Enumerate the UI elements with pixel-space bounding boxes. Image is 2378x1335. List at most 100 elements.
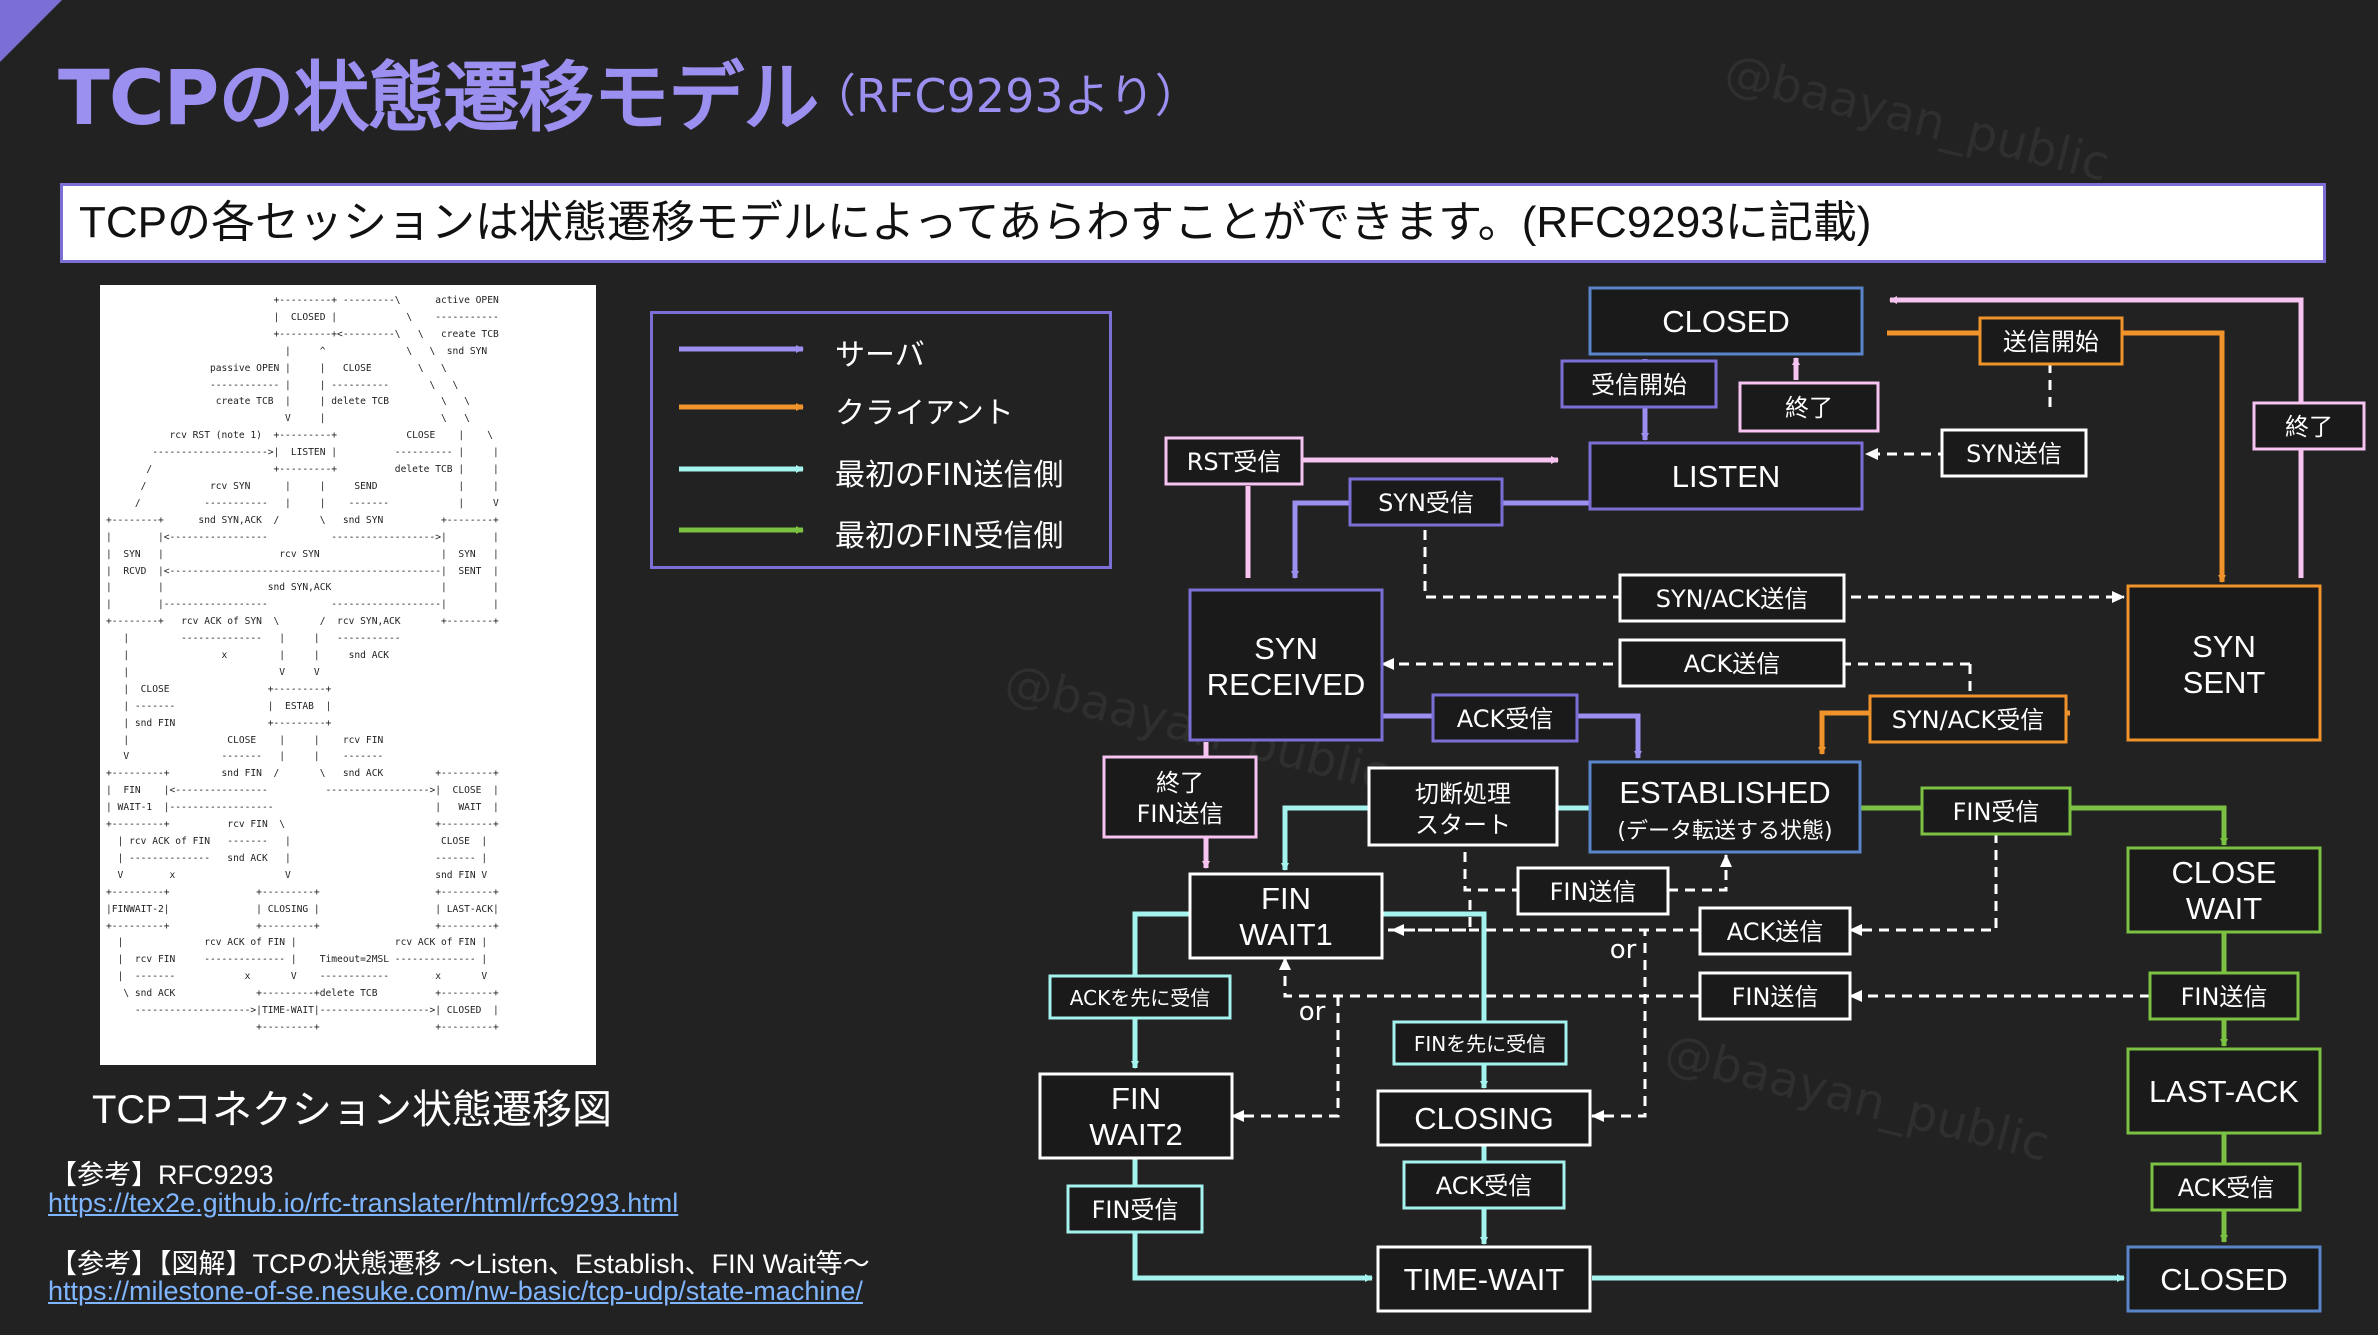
state-fin-wait1-box xyxy=(1188,872,1384,960)
legend: サーバ クライアント 最初のFIN送信側 最初のFIN受信側 xyxy=(650,311,1112,569)
event-end-right: 終了 xyxy=(2285,413,2333,441)
legend-label-fin-receiver: 最初のFIN受信側 xyxy=(835,519,1064,554)
dashed-fin-send-to-finwait1-left xyxy=(1279,957,1700,998)
event-fin-send-mid-box xyxy=(1698,971,1852,1021)
state-last-ack: LAST-ACK xyxy=(2149,1074,2299,1109)
state-syn-received-box xyxy=(1188,588,1384,742)
state-close-wait-box xyxy=(2126,846,2322,934)
description-banner: TCPの各セッションは状態遷移モデルによってあらわすことができます。(RFC92… xyxy=(60,183,2326,263)
event-ack-first: ACKを先に受信 xyxy=(1070,986,1210,1010)
state-closed-top-box xyxy=(1588,286,1864,356)
event-syn-recv-box xyxy=(1348,477,1504,527)
dashed-fin-send-to-established xyxy=(1668,854,1732,892)
state-syn-sent-box xyxy=(2126,584,2322,742)
page-subtitle: （RFC9293より） xyxy=(810,69,1201,123)
event-ack-recv-box xyxy=(1431,693,1579,743)
event-ack-recv-closing-box xyxy=(1402,1160,1566,1210)
reference-label-1: 【参考】RFC9293 xyxy=(50,1160,274,1190)
page-title: TCPの状態遷移モデル xyxy=(58,53,819,142)
state-time-wait-box xyxy=(1376,1245,1592,1313)
arrow-syn-sent-end-to-closed xyxy=(1889,296,2304,578)
event-ack-send-box xyxy=(1618,638,1846,688)
event-close-start-line1: 切断処理 xyxy=(1415,780,1511,808)
state-closed-top: CLOSED xyxy=(1662,304,1789,339)
event-ack-first-box xyxy=(1048,974,1232,1020)
state-time-wait: TIME-WAIT xyxy=(1404,1262,1565,1297)
event-end-right-box xyxy=(2252,401,2366,451)
event-close-start-box xyxy=(1367,766,1559,847)
state-close-wait-line1: CLOSE xyxy=(2171,855,2276,890)
event-ack-recv-lastack: ACK受信 xyxy=(2178,1174,2275,1202)
event-end-fin-send-line2: FIN送信 xyxy=(1137,800,1224,828)
state-closing: CLOSING xyxy=(1414,1101,1554,1136)
event-ack-recv: ACK受信 xyxy=(1457,705,1554,733)
event-boxes xyxy=(1048,316,2366,1234)
event-fin-recv-wait2: FIN受信 xyxy=(1092,1196,1179,1224)
state-closed-bottom: CLOSED xyxy=(2160,1262,2287,1297)
event-fin-send-closewait-box xyxy=(2148,971,2300,1021)
event-fin-send-established-box xyxy=(1516,866,1670,916)
event-send-start: 送信開始 xyxy=(2003,328,2099,356)
event-fin-first-box xyxy=(1392,1020,1568,1066)
legend-label-fin-sender: 最初のFIN送信側 xyxy=(835,458,1064,493)
event-end-fin-send-box xyxy=(1102,755,1258,839)
state-close-wait-line2: WAIT xyxy=(2186,891,2262,926)
event-fin-recv-established-box xyxy=(1920,786,2072,836)
dashed-ack-send-to-closing xyxy=(1591,928,1700,1122)
dashed-fin-send-to-finwait1 xyxy=(1382,900,1472,932)
state-closing-box xyxy=(1376,1089,1592,1147)
rfc-diagram-caption: TCPコネクション状態遷移図 xyxy=(92,1088,612,1132)
rfc-ascii-diagram: +---------+ ---------\ active OPEN | CLO… xyxy=(106,295,499,1033)
event-rst-recv: RST受信 xyxy=(1187,448,1282,476)
event-fin-send-established: FIN送信 xyxy=(1550,878,1637,906)
rfc-state-diagram-image: +---------+ ---------\ active OPEN | CLO… xyxy=(100,285,596,1065)
state-syn-received-line1: SYN xyxy=(1254,631,1318,666)
event-fin-recv-established: FIN受信 xyxy=(1953,798,2040,826)
reference-link-2[interactable]: https://milestone-of-se.nesuke.com/nw-ba… xyxy=(48,1276,863,1306)
dashed-fin-recv-to-ack-send xyxy=(1849,833,1998,936)
arrow-listen-to-synrcvd xyxy=(1291,500,1645,579)
state-listen-box xyxy=(1588,441,1864,511)
state-boxes xyxy=(1038,286,2322,1313)
state-syn-sent-line2: SENT xyxy=(2183,665,2266,700)
state-established: ESTABLISHED xyxy=(1619,775,1830,810)
state-closed-bottom-box xyxy=(2126,1245,2322,1313)
event-ack-send-closewait: ACK送信 xyxy=(1727,918,1824,946)
dashed-synack-send-to-synsent xyxy=(1423,530,2125,603)
legend-arrows xyxy=(679,345,804,534)
event-recv-start-box xyxy=(1560,359,1718,409)
event-end-fin-send-line1: 終了 xyxy=(1156,769,1204,797)
event-ack-recv-closing: ACK受信 xyxy=(1436,1172,1533,1200)
dashed-fin-send-to-finwait2 xyxy=(1231,996,1340,1122)
legend-label-client: クライアント xyxy=(835,396,1014,431)
state-established-box xyxy=(1588,760,1862,854)
event-syn-send-box xyxy=(1940,428,2088,478)
event-ack-recv-lastack-box xyxy=(2150,1162,2302,1212)
event-or-2: or xyxy=(1299,997,1326,1027)
event-fin-recv-wait2-box xyxy=(1066,1184,1204,1234)
event-send-start-box xyxy=(1978,316,2124,366)
event-fin-send-mid: FIN送信 xyxy=(1732,983,1819,1011)
state-fin-wait1-line2: WAIT1 xyxy=(1239,917,1333,952)
reference-link-1[interactable]: https://tex2e.github.io/rfc-translater/h… xyxy=(48,1188,679,1218)
event-texts: 受信開始 終了 送信開始 終了 SYN送信 RST受信 SYN受信 SYN/AC… xyxy=(1070,328,2333,1224)
event-close-start-line2: スタート xyxy=(1415,811,1511,839)
event-recv-start: 受信開始 xyxy=(1591,371,1687,399)
event-or-1: or xyxy=(1610,935,1637,965)
state-syn-sent-line1: SYN xyxy=(2192,629,2256,664)
event-synack-recv-box xyxy=(1868,694,2068,744)
event-rst-recv-box xyxy=(1164,436,1304,486)
event-fin-send-closewait: FIN送信 xyxy=(2181,983,2268,1011)
event-end-top: 終了 xyxy=(1785,394,1833,422)
state-texts: CLOSED LISTEN SYN RECEIVED SYN SENT ESTA… xyxy=(1089,304,2299,1297)
event-syn-send: SYN送信 xyxy=(1966,440,2062,468)
state-fin-wait2-line2: WAIT2 xyxy=(1089,1117,1183,1152)
corner-accent xyxy=(0,0,62,62)
state-fin-wait1-line1: FIN xyxy=(1261,881,1311,916)
event-ack-send-closewait-box xyxy=(1698,906,1852,956)
event-synack-send: SYN/ACK送信 xyxy=(1656,585,1808,613)
reference-label-2: 【参考】【図解】TCPの状態遷移 ～Listen、Establish、FIN W… xyxy=(50,1249,870,1279)
state-fin-wait2-line1: FIN xyxy=(1111,1081,1161,1116)
state-syn-received-line2: RECEIVED xyxy=(1207,667,1365,702)
